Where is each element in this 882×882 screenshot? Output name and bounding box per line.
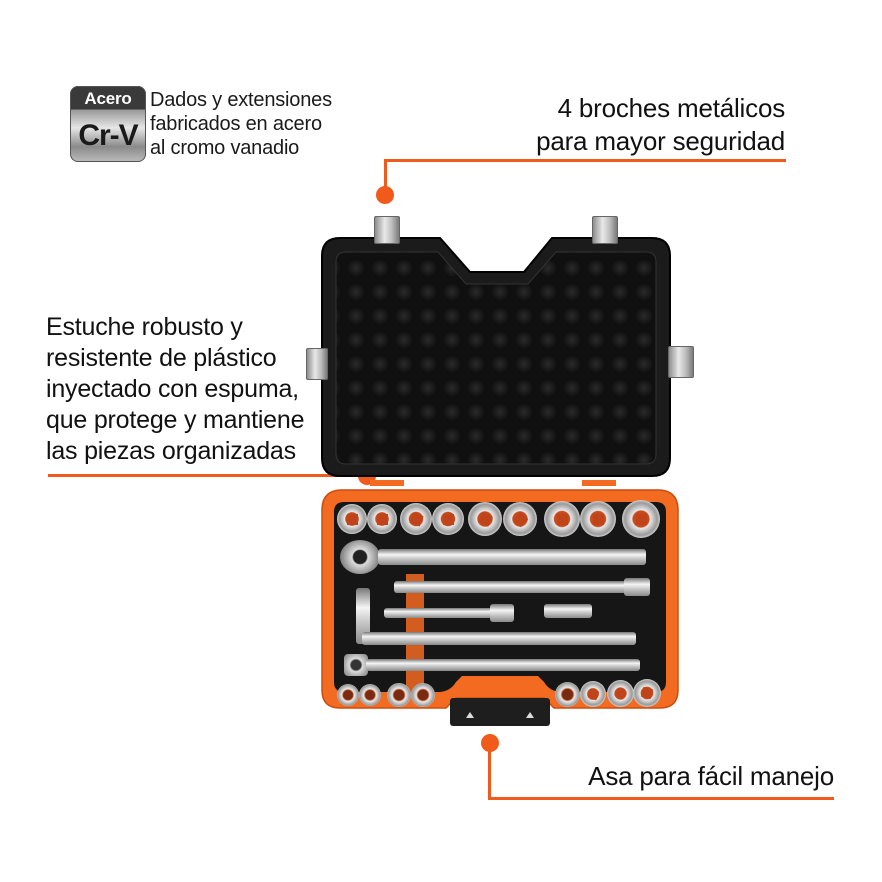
socket	[555, 682, 580, 707]
latches-callout-leader-line	[384, 159, 387, 189]
socket	[411, 683, 435, 707]
extension-short	[384, 608, 494, 618]
socket	[337, 684, 359, 706]
extension-short-socket-end	[490, 604, 514, 622]
material-description: Dados y extensiones fabricados en acero …	[150, 88, 332, 160]
case-callout-line: inyectado con espuma,	[46, 375, 299, 403]
material-description-line: Dados y extensiones	[150, 89, 332, 111]
case-callout-line: Estuche robusto y	[46, 313, 243, 341]
socket	[503, 502, 537, 536]
case-callout-line: que protege y mantiene	[46, 406, 305, 434]
case-callout-text: Estuche robusto y resistente de plástico…	[46, 312, 304, 467]
handle-callout-dot	[481, 734, 499, 752]
case-lid-shape-icon	[321, 237, 671, 477]
socket	[580, 501, 616, 537]
ratchet-head	[340, 540, 380, 574]
latch-left[interactable]	[306, 348, 328, 380]
handle-callout-leader-line	[488, 797, 834, 800]
socket	[359, 684, 381, 706]
case-callout-line: las piezas organizadas	[46, 437, 296, 465]
carry-handle[interactable]	[450, 698, 550, 726]
socket	[400, 503, 432, 535]
socket	[387, 683, 411, 707]
latches-callout-line: para mayor seguridad	[536, 126, 785, 156]
handle-callout-text: Asa para fácil manejo	[588, 760, 834, 792]
extension-long	[394, 581, 634, 593]
handle-callout-line: Asa para fácil manejo	[588, 761, 834, 791]
socket	[432, 503, 464, 535]
universal-joint	[544, 604, 592, 618]
badge-top-label: Acero	[84, 89, 132, 108]
cr-v-steel-badge-icon: Acero Cr-V	[70, 86, 146, 162]
latches-callout-text: 4 broches metálicos para mayor seguridad	[536, 92, 785, 158]
extension-long-socket-end	[624, 578, 650, 596]
latch-top-left[interactable]	[374, 216, 400, 244]
case-callout-line: resistente de plástico	[46, 344, 277, 372]
badge-main-label: Cr-V	[78, 119, 138, 152]
hinge-right	[582, 480, 616, 486]
l-bar-vertical	[356, 588, 370, 644]
case-callout-leader-line	[48, 474, 366, 477]
flex-handle	[366, 659, 640, 671]
l-bar-horizontal	[362, 632, 636, 645]
latch-right[interactable]	[668, 346, 694, 378]
material-description-line: al cromo vanadio	[150, 137, 300, 159]
socket	[633, 679, 661, 707]
case-lid	[320, 232, 672, 480]
latches-callout-line: 4 broches metálicos	[557, 93, 786, 123]
latch-top-right[interactable]	[592, 216, 618, 244]
socket	[468, 502, 502, 536]
socket	[622, 500, 660, 538]
socket	[607, 680, 634, 707]
hinge-left	[370, 480, 404, 486]
handle-callout-leader-line	[488, 745, 491, 799]
socket	[580, 681, 606, 707]
socket	[337, 504, 367, 534]
latches-callout-leader-line	[384, 159, 786, 162]
socket	[367, 504, 397, 534]
material-description-line: fabricados en acero	[150, 113, 322, 135]
latches-callout-dot	[376, 186, 394, 204]
ratchet-handle	[378, 549, 646, 565]
socket	[544, 501, 580, 537]
flex-handle-head	[344, 654, 368, 676]
